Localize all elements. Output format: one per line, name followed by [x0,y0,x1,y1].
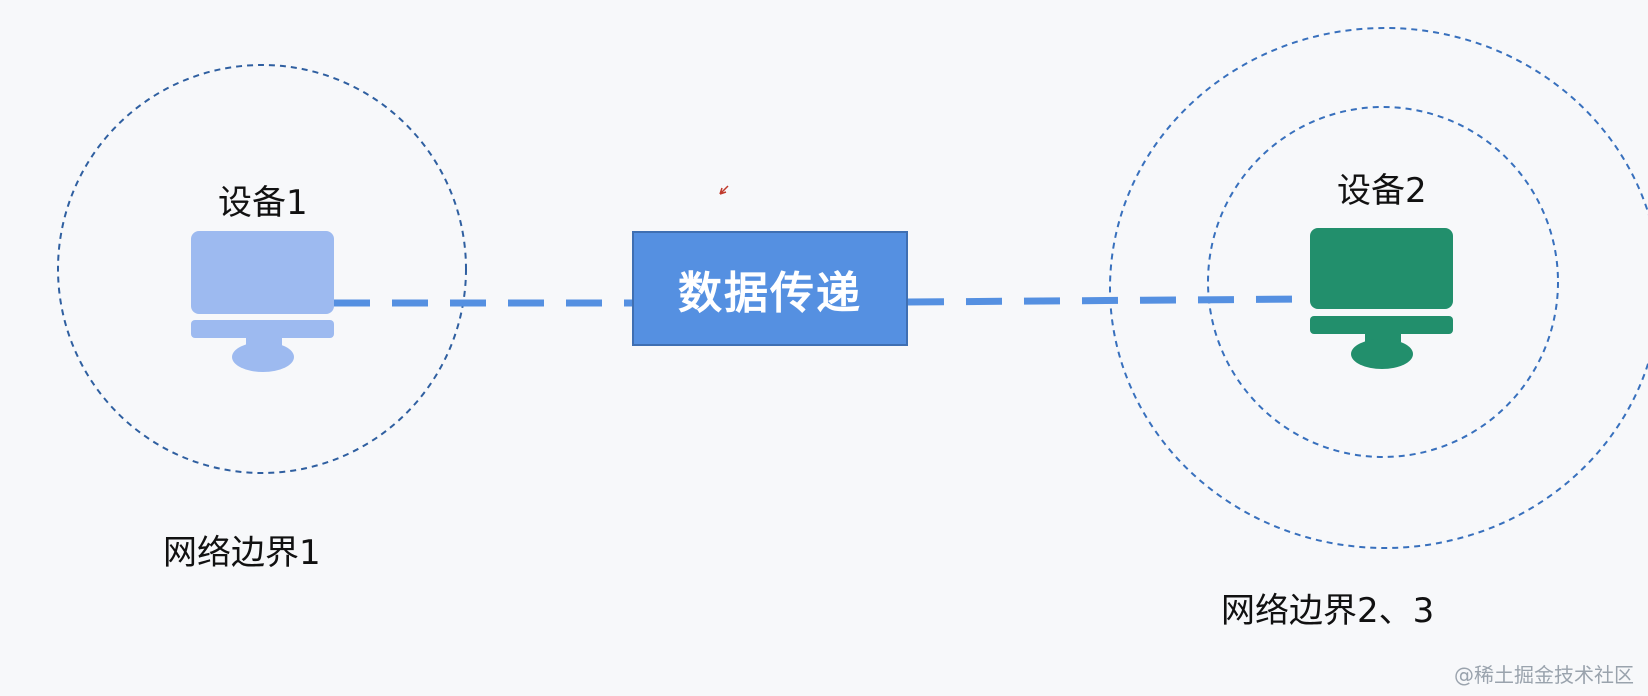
monitor-icon-device-1 [191,231,334,372]
network-boundary-3-circle [1207,106,1559,458]
device-2-label: 设备2 [1337,171,1427,211]
monitor-icon-device-2 [1310,228,1453,369]
device-1-label: 设备1 [218,183,308,223]
data-transfer-box: 数据传递 [632,231,908,346]
network-boundary-2-3-label: 网络边界2、3 [1221,591,1435,631]
network-boundary-2-circle [1109,27,1648,549]
network-boundary-1-circle [57,64,467,474]
data-transfer-label: 数据传递 [678,267,862,319]
network-boundary-1-label: 网络边界1 [163,533,321,573]
cursor-mark-icon [719,185,729,195]
link-transfer-to-device2 [907,295,1311,306]
watermark: @稀土掘金技术社区 [1454,663,1634,687]
